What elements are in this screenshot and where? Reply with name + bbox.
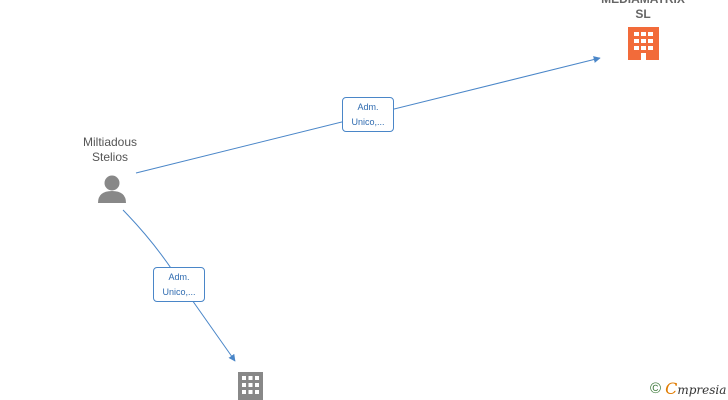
- edge-label-line: Adm.: [168, 272, 190, 282]
- brand-name: mpresia: [677, 383, 727, 397]
- edge-label-line: Adm.: [357, 102, 379, 112]
- edge-label-role[interactable]: Adm. Unico,...: [342, 97, 394, 132]
- edge-label-line: Unico,...: [162, 287, 196, 297]
- edge-label-line: Unico,...: [351, 117, 385, 127]
- copyright-icon: ©: [650, 380, 662, 397]
- edge-label-role[interactable]: Adm. Unico,...: [153, 267, 205, 302]
- person-icon[interactable]: [98, 175, 126, 204]
- building-icon[interactable]: [628, 27, 659, 60]
- brand-initial: C: [665, 379, 678, 398]
- building-icon[interactable]: [238, 372, 263, 400]
- node-label-person[interactable]: Miltiadous Stelios: [82, 135, 138, 164]
- brand-logo[interactable]: © Cmpresia: [650, 379, 726, 398]
- node-label-mediamatrix[interactable]: MEDIAMATRIX SL: [601, 0, 685, 21]
